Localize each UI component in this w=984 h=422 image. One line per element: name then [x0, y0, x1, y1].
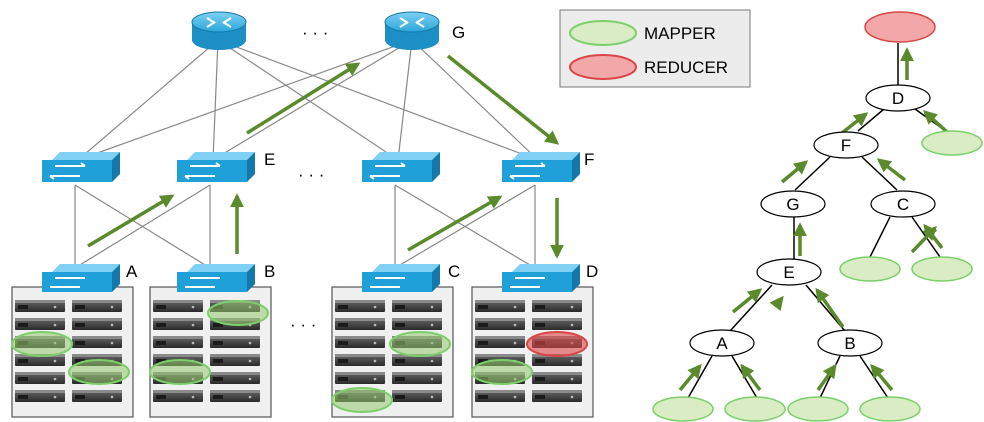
- core-router-left: [191, 11, 247, 50]
- core-router-g: [384, 11, 440, 50]
- agg-ellipsis: · · ·: [298, 165, 324, 184]
- rack-b: [149, 286, 272, 418]
- label-e: E: [264, 150, 275, 169]
- agg-tor-links: [74, 184, 536, 269]
- tree-mapper-c2: [911, 256, 973, 282]
- tree-mapper-a2: [724, 396, 786, 422]
- tree-label-b: B: [844, 334, 855, 353]
- agg-switch-e: [177, 152, 255, 182]
- tor-switch-a: [42, 264, 120, 292]
- label-g: G: [452, 23, 465, 42]
- tree-reducer-node: [864, 11, 936, 43]
- tor-switch-b: [177, 264, 255, 292]
- agg-switch-f: [502, 152, 580, 182]
- tree-node-c: C: [870, 190, 936, 218]
- agg-switch-3: [362, 152, 440, 182]
- label-f: F: [584, 150, 594, 169]
- tree-node-a: A: [689, 329, 755, 357]
- tree-label-c: C: [897, 195, 909, 214]
- legend-reducer-label: REDUCER: [644, 58, 728, 77]
- legend-mapper-label: MAPPER: [644, 24, 716, 43]
- tree-label-g: G: [786, 195, 799, 214]
- tree-node-b: B: [817, 329, 883, 357]
- tree-mapper-b1: [787, 396, 849, 422]
- legend-mapper-swatch: [569, 20, 637, 46]
- rack-a: [11, 286, 134, 418]
- tree-mapper-d: [921, 130, 983, 156]
- tree-mapper-a1: [652, 396, 714, 422]
- label-b: B: [264, 262, 275, 281]
- rack-ellipsis: · · ·: [290, 315, 316, 334]
- label-c: C: [448, 262, 460, 281]
- tree-node-f: F: [813, 131, 879, 159]
- rack-c: [331, 286, 454, 418]
- label-a: A: [126, 262, 138, 281]
- tree-node-e: E: [756, 258, 822, 286]
- tree-label-d: D: [892, 89, 904, 108]
- core-agg-links: [77, 39, 539, 161]
- tree-label-a: A: [716, 334, 728, 353]
- tree-mapper-c1: [839, 256, 901, 282]
- agg-switch-1: [42, 152, 120, 182]
- tree-node-g: G: [760, 190, 826, 218]
- tree-arrows: [678, 47, 949, 392]
- tree-label-e: E: [783, 263, 794, 282]
- core-ellipsis: · · ·: [302, 23, 328, 42]
- tor-switch-c: [362, 264, 440, 292]
- tree-mapper-b2: [859, 396, 921, 422]
- flow-arrows: [87, 54, 564, 259]
- legend: MAPPER REDUCER: [559, 9, 751, 88]
- tor-switch-d: [502, 264, 580, 292]
- legend-reducer-swatch: [569, 54, 637, 80]
- label-d: D: [586, 262, 598, 281]
- tree-label-f: F: [841, 136, 851, 155]
- tree-node-d: D: [865, 84, 931, 112]
- rack-d: [471, 286, 594, 418]
